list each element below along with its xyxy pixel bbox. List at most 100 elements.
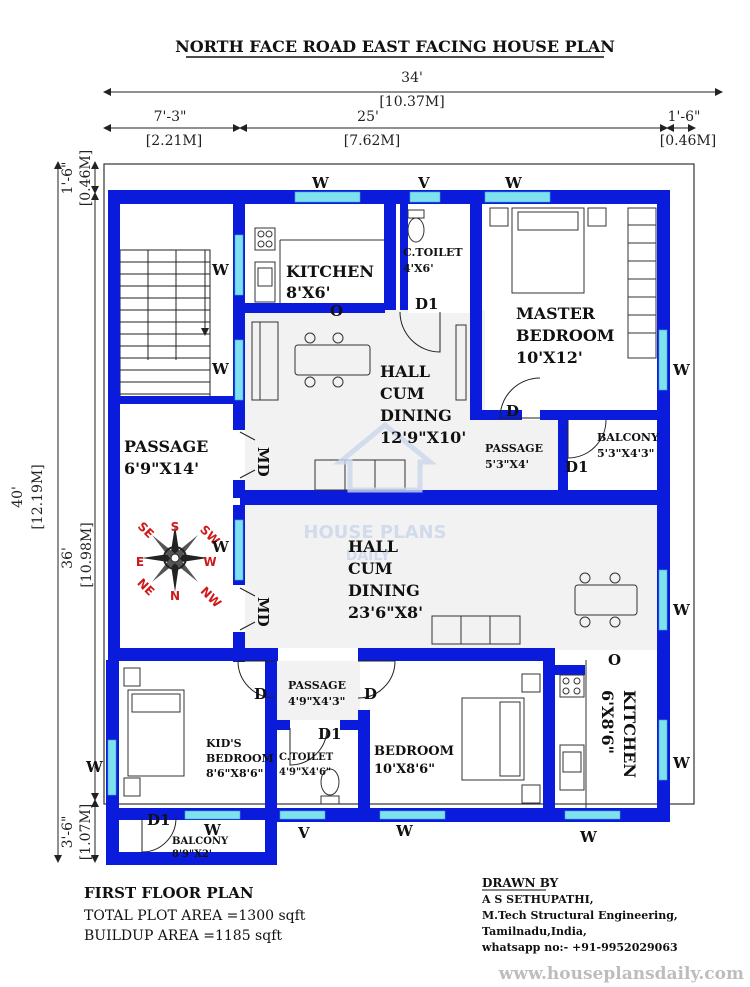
toilet-top-label: C.TOILET <box>403 246 463 259</box>
toilet-bottom-label: C.TOILET <box>279 752 334 763</box>
main-door-label: MD <box>254 447 272 477</box>
master-size: 10'X12' <box>516 348 583 367</box>
dim-total-height-m: [12.19M] <box>30 464 46 529</box>
ventilator-label: V <box>297 824 310 842</box>
main-door-label: MD <box>254 597 272 627</box>
room-labels: KITCHEN 8'X6' C.TOILET 4'X6' MASTER BEDR… <box>124 246 659 860</box>
window-label: W <box>85 758 104 776</box>
kitchen-right-size: 6'X8'6" <box>598 690 617 754</box>
dim-left-top: 1'-6" <box>60 162 76 195</box>
dim-seg1-m: [2.21M] <box>146 133 202 149</box>
balcony-bottom-size: 8'9"X2' <box>172 849 212 860</box>
furniture <box>123 207 657 808</box>
kids-label-b: BEDROOM <box>206 752 274 765</box>
compass-nw: NW <box>198 584 224 610</box>
master-label: MASTER <box>516 304 596 323</box>
ventilator-label: V <box>417 174 430 192</box>
passage-bottom-size: 4'9"X4'3" <box>288 695 345 708</box>
window-label: W <box>211 261 230 279</box>
window-label: W <box>203 821 222 839</box>
passage-mid-label: PASSAGE <box>485 442 543 455</box>
author-location: Tamilnadu,India, <box>482 925 587 938</box>
window-label: W <box>672 361 691 379</box>
vertical-dimensions <box>54 161 99 863</box>
opening-label: O <box>330 302 343 320</box>
dim-total-height: 40' <box>10 486 26 508</box>
dim-bottom: 3'-6" <box>60 816 76 849</box>
kitchen-right-label: KITCHEN <box>620 690 639 778</box>
author-phone: whatsapp no:- +91-9952029063 <box>481 941 678 954</box>
door-d1-label: D1 <box>147 811 170 829</box>
hall2-label-b: CUM <box>348 559 392 578</box>
dim-total-width-m: [10.37M] <box>379 94 444 110</box>
bedroom-size: 10'X8'6" <box>374 762 435 777</box>
watermark-line2: DAILY <box>346 548 391 564</box>
balcony-bottom-label: BALCONY <box>172 836 229 847</box>
dim-seg1: 7'-3" <box>154 109 187 125</box>
kids-size: 8'6"X8'6" <box>206 767 263 780</box>
window-label: W <box>211 538 230 556</box>
plan-title: NORTH FACE ROAD EAST FACING HOUSE PLAN <box>175 37 615 56</box>
plot-boundary <box>103 163 695 805</box>
toilet-bottom-size: 4'9"X4'6" <box>279 767 331 778</box>
compass-s: S <box>171 520 180 534</box>
compass-ne: NE <box>134 576 157 599</box>
dim-mid-height: 36' <box>60 547 76 569</box>
kids-label-a: KID'S <box>206 737 242 750</box>
door-d1-label: D1 <box>565 458 588 476</box>
hall2-label-c: DINING <box>348 581 420 600</box>
opening-label: O <box>608 651 621 669</box>
drawn-by: DRAWN BY <box>482 876 559 890</box>
passage-mid-size: 5'3"X4' <box>485 458 529 471</box>
bedroom-label: BEDROOM <box>374 744 454 759</box>
door-swings <box>141 311 607 853</box>
footer: FIRST FLOOR PLAN TOTAL PLOT AREA =1300 s… <box>84 876 744 984</box>
compass-se: SE <box>135 519 157 541</box>
window-label: W <box>311 174 330 192</box>
passage-left-size: 6'9"X14' <box>124 459 199 478</box>
dim-left-top-m: [0.46M] <box>78 150 94 206</box>
door-label: D <box>364 685 377 703</box>
dim-seg3: 1'-6" <box>668 109 701 125</box>
compass-e: E <box>136 555 144 569</box>
dim-total-width: 34' <box>401 70 423 86</box>
kitchen-top-size: 8'X6' <box>286 283 330 302</box>
hall1-label-a: HALL <box>380 362 430 381</box>
horizontal-dimensions <box>103 88 723 132</box>
balcony-top-label: BALCONY <box>597 431 659 444</box>
hall2-label-a: HALL <box>348 537 398 556</box>
window-label: W <box>211 360 230 378</box>
window-label: W <box>504 174 523 192</box>
dim-bottom-m: [1.07M] <box>78 804 94 860</box>
author-degree: M.Tech Structural Engineering, <box>482 909 678 922</box>
buildup-area: BUILDUP AREA =1185 sqft <box>84 928 282 944</box>
passage-left-label: PASSAGE <box>124 437 208 456</box>
dim-seg3-m: [0.46M] <box>660 133 716 149</box>
website-watermark: www.houseplansdaily.com <box>498 964 744 984</box>
symbol-labels: W V W W W W W W W W W V W W O O D D D D1… <box>85 174 691 846</box>
door-d1-label: D1 <box>415 295 438 313</box>
plan-name: FIRST FLOOR PLAN <box>84 884 254 902</box>
door-d1-label: D1 <box>318 725 341 743</box>
kitchen-top-label: KITCHEN <box>286 262 374 281</box>
hall1-size: 12'9"X10' <box>380 428 466 447</box>
compass-w: W <box>203 555 216 569</box>
window-label: W <box>672 754 691 772</box>
balcony-top-size: 5'3"X4'3" <box>597 447 654 460</box>
hall1-label-b: CUM <box>380 384 424 403</box>
window-label: W <box>672 601 691 619</box>
door-openings <box>233 303 540 730</box>
passage-bottom-label: PASSAGE <box>288 679 346 692</box>
watermark-line1: HOUSE PLANS <box>303 522 446 543</box>
windows <box>107 191 668 820</box>
toilet-top-size: 4'X6' <box>403 262 434 275</box>
hall1-label-c: DINING <box>380 406 452 425</box>
window-label: W <box>395 822 414 840</box>
dim-seg2: 25' <box>357 109 379 125</box>
plot-area: TOTAL PLOT AREA =1300 sqft <box>84 908 306 924</box>
door-label: D <box>506 402 519 420</box>
window-label: W <box>579 828 598 846</box>
author-name: A S SETHUPATHI, <box>481 893 594 906</box>
